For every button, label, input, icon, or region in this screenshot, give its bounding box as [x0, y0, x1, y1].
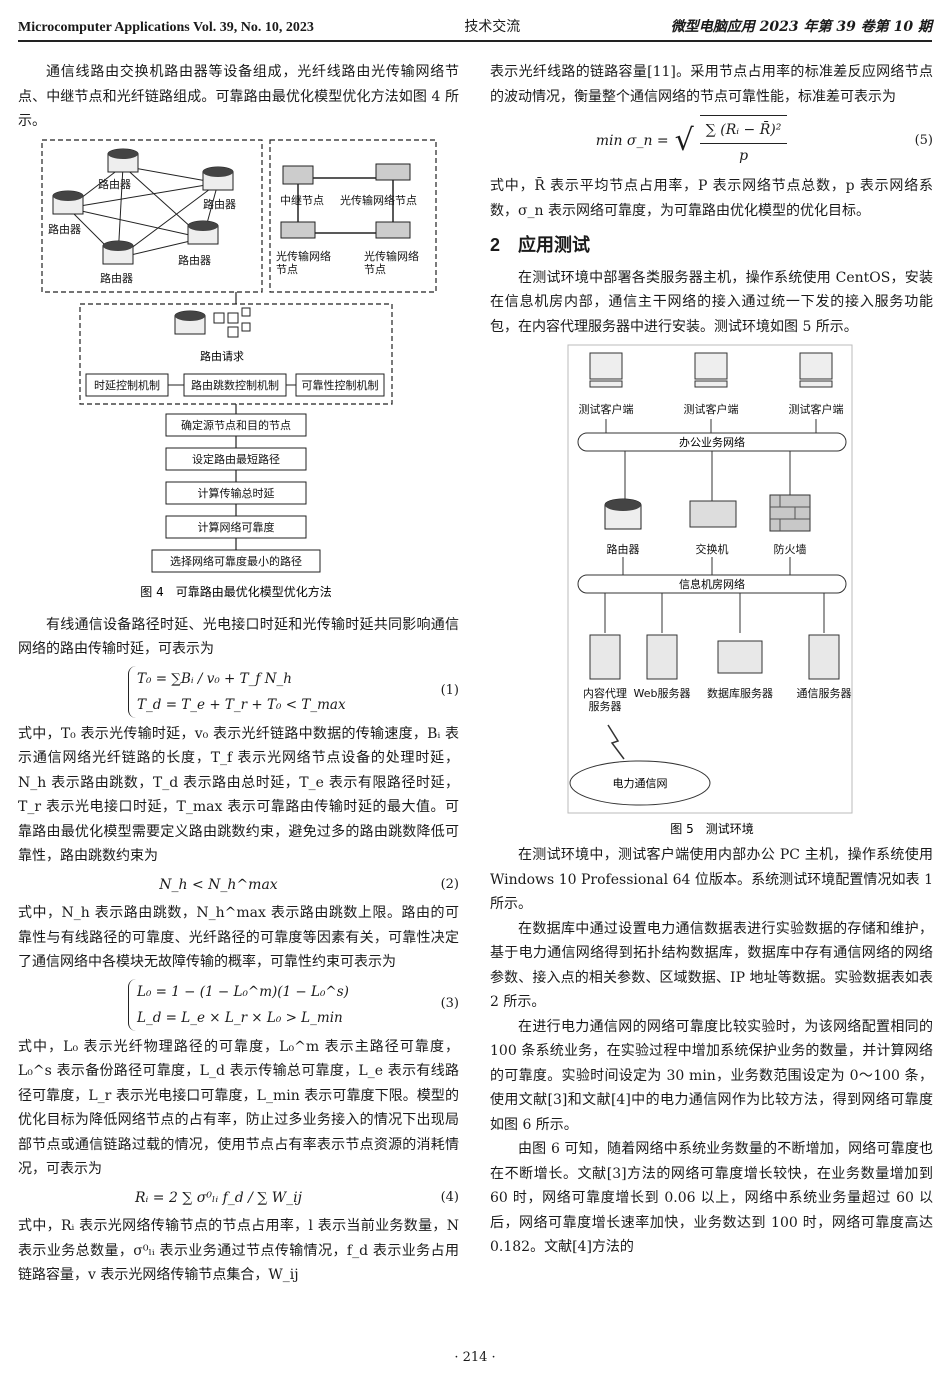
equation-4: Rᵢ = 2 ∑ σ⁰ₗᵢ f_d / ∑ W_ij (4): [134, 1189, 459, 1206]
router-label: 路由器: [100, 271, 133, 285]
firewall-label: 防火墙: [774, 542, 807, 556]
mechanism-label: 时延控制机制: [94, 378, 160, 392]
database-server-icon: [717, 640, 763, 674]
equation-2: N_h < N_h^max (2): [159, 876, 459, 893]
firewall-icon: [769, 494, 811, 532]
paragraph: 式中，R̄ 表示平均节点占用率，P 表示网络节点总数，p 表示网络系数，σ_n …: [490, 178, 933, 219]
right-column: 表示光纤线路的链路容量[11]。采用节点占用率的标准差反应网络节点的波动情况，衡…: [490, 60, 933, 1260]
paragraph: 表示光纤线路的链路容量[11]。采用节点占用率的标准差反应网络节点的波动情况，衡…: [490, 64, 933, 105]
router-label: 路由器: [203, 197, 236, 211]
paragraph: 由图 6 可知，随着网络中系统业务数量的不断增加，网络可靠度也在不断增长。文献[…: [490, 1141, 933, 1255]
optical-node-label: 光传输网络节点: [340, 193, 417, 207]
router-label: 路由器: [98, 177, 131, 191]
paragraph: 有线通信设备路径时延、光电接口时延和光传输时延共同影响通信网络的路由传输时延，可…: [18, 616, 459, 658]
left-column: 通信线路由交换机路由器等设备组成，光纤线路由光传输网络节点、中继节点和光纤链路组…: [18, 60, 459, 1288]
section-title: 2 应用测试: [490, 235, 591, 255]
paragraph: 通信线路由交换机路由器等设备组成，光纤线路由光传输网络节点、中继节点和光纤链路组…: [18, 64, 459, 129]
wireless-link-icon: [607, 724, 625, 760]
router-label: 路由器: [607, 542, 640, 556]
router-icon: [604, 498, 642, 530]
router-network-box: [41, 138, 263, 293]
step-label: 设定路由最短路径: [192, 452, 280, 466]
paragraph: 式中，N_h 表示路由跳数，N_h^max 表示路由跳数上限。路由的可靠性与有线…: [18, 905, 459, 970]
power-net-label: 电力通信网: [613, 777, 668, 790]
page-header: Microcomputer Applications Vol. 39, No. …: [18, 16, 932, 42]
server-label: 数据库服务器: [707, 686, 773, 700]
client-label: 测试客户端: [579, 402, 634, 416]
optical-node-label: 光传输网络节点: [364, 249, 419, 276]
relay-node-icon: [282, 165, 314, 184]
paragraph: 在测试环境中，测试客户端使用内部办公 PC 主机，操作系统使用 Windows …: [490, 847, 933, 912]
journal-name-zh: 微型电脑应用 2023 年第 39 卷第 10 期: [670, 19, 932, 35]
cloud-icon: [569, 760, 711, 806]
paragraph: 在测试环境中部署各类服务器主机，操作系统使用 CentOS，安装在信息机房内部，…: [490, 269, 933, 335]
network-label: 信息机房网络: [679, 577, 745, 591]
server-icon: [589, 634, 621, 680]
step-label: 计算传输总时延: [198, 486, 275, 500]
figure-5: 测试客户端 测试客户端 测试客户端 办公业务网络 路由器 交换机 防火墙 信息机…: [567, 344, 853, 836]
server-label: 通信服务器: [797, 687, 852, 700]
mechanism-label: 可靠性控制机制: [302, 378, 379, 392]
network-label: 办公业务网络: [679, 435, 745, 449]
paragraph: 式中，Rᵢ 表示光网络传输节点的节点占用率，l 表示当前业务数量，N 表示业务总…: [18, 1218, 459, 1283]
server-label: Web服务器: [634, 687, 691, 700]
packet-icon: [213, 307, 251, 337]
page-number: · 214 ·: [454, 1350, 496, 1365]
paragraph: 式中，T₀ 表示光传输时延，v₀ 表示光纤链路中数据的传输速度，Bᵢ 表示通信网…: [18, 725, 459, 865]
equation-3: L₀ = 1 − (1 − L₀^m)(1 − L₀^s)L_d = L_e ×…: [18, 978, 459, 1031]
step-label: 选择网络可靠度最小的路径: [170, 554, 302, 568]
mechanism-label: 路由跳数控制机制: [191, 378, 279, 392]
step-label: 计算网络可靠度: [198, 520, 275, 534]
paragraph: 在进行电力通信网的网络可靠度比较实验时，为该网络配置相同的 100 条系统业务，…: [490, 1018, 933, 1133]
pc-icon: [799, 352, 833, 380]
router-label: 路由器: [178, 253, 211, 267]
client-label: 测试客户端: [684, 402, 739, 416]
client-label: 测试客户端: [789, 402, 844, 416]
info-network-bar: [577, 574, 847, 594]
optical-node-label: 光传输网络节点: [276, 249, 331, 276]
router-label: 路由器: [48, 222, 81, 236]
relay-label: 中继节点: [280, 194, 324, 207]
pc-icon: [694, 352, 728, 380]
server-icon: [646, 634, 678, 680]
journal-name-en: Microcomputer Applications Vol. 39, No. …: [18, 20, 314, 35]
server-icon: [808, 634, 840, 680]
figure-caption: 图 4 可靠路由最优化模型优化方法: [140, 584, 331, 599]
paragraph: 在数据库中通过设置电力通信数据表进行实验数据的存储和维护，基于电力通信网络得到拓…: [490, 920, 933, 1011]
server-label: 内容代理服务器: [583, 686, 627, 713]
section-label: 技术交流: [464, 19, 521, 35]
optical-node-icon: [375, 221, 411, 238]
paragraph: 式中，L₀ 表示光纤物理路径的可靠度，L₀^m 表示主路径可靠度，L₀^s 表示…: [18, 1038, 459, 1178]
figure-4: 路由器 路由器 路由器 路由器 路由器 中继节点 光传输网络节点 光传输网络节点…: [41, 138, 437, 599]
request-label: 路由请求: [200, 349, 244, 363]
request-router-icon: [174, 310, 206, 334]
equation-5: min σ_n = √ ∑ (Rᵢ − R̄)² p (5): [490, 115, 933, 168]
optical-network-box: [269, 138, 437, 293]
switch-label: 交换机: [696, 542, 729, 556]
optical-node-icon: [280, 221, 316, 238]
pc-icon: [589, 352, 623, 380]
step-label: 确定源节点和目的节点: [181, 418, 291, 432]
figure-frame: [567, 344, 853, 814]
optical-node-icon: [375, 163, 411, 180]
figure-caption: 图 5 测试环境: [670, 821, 753, 836]
router-icons: [52, 148, 234, 264]
switch-icon: [689, 500, 737, 528]
